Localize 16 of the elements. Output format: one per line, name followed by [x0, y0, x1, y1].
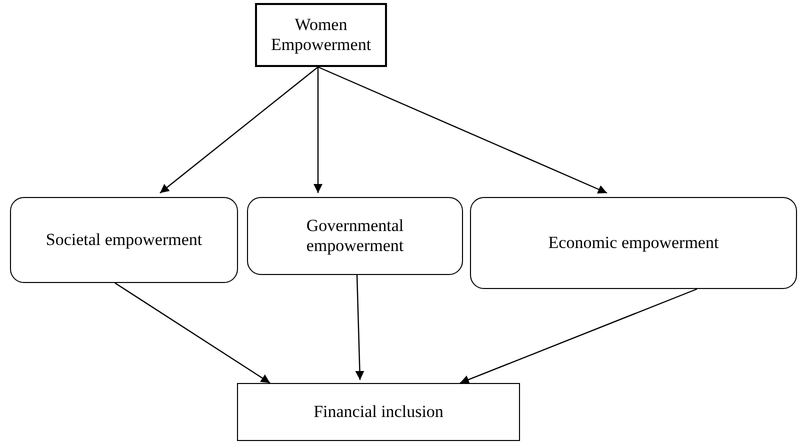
- arrow: [460, 288, 698, 384]
- arrow: [114, 282, 270, 384]
- rounded-box: [470, 197, 797, 289]
- node-label: Governmental empowerment: [305, 216, 405, 256]
- node-label: Societal empowerment: [46, 230, 202, 250]
- rounded-box: [247, 197, 463, 275]
- node-label: Financial inclusion: [314, 402, 444, 422]
- arrow: [160, 66, 318, 194]
- process-box: [237, 383, 520, 441]
- process-box: [255, 3, 387, 67]
- rounded-box: [10, 197, 238, 283]
- arrow: [314, 67, 322, 193]
- arrow: [355, 274, 364, 380]
- node-label: Economic empowerment: [548, 233, 719, 253]
- arrow: [318, 66, 608, 194]
- node-label: Women Empowerment: [270, 15, 372, 55]
